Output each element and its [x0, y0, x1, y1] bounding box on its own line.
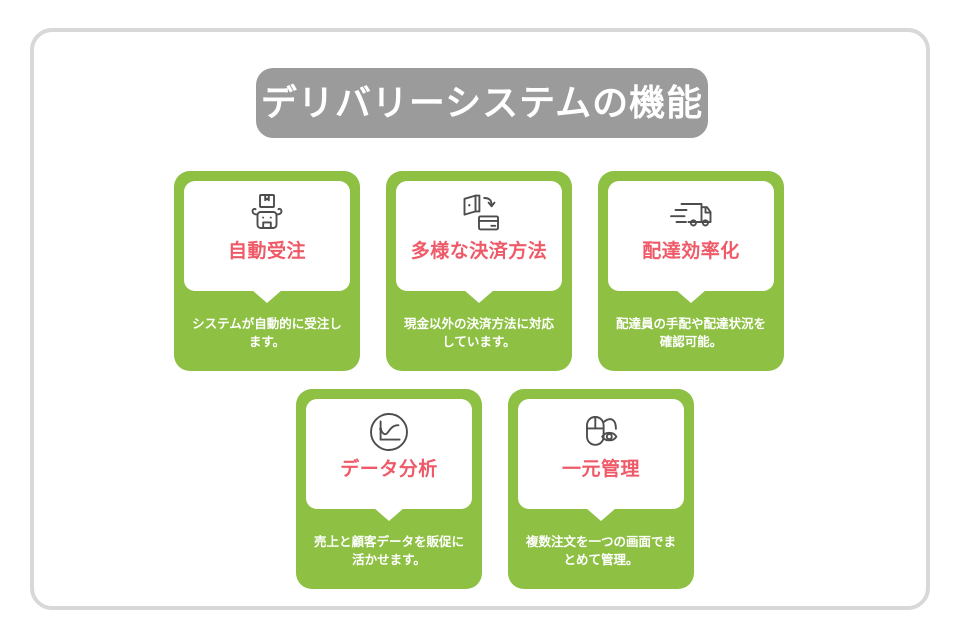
card-title: 自動受注	[227, 241, 306, 262]
card-panel: データ分析	[306, 399, 472, 509]
card-description: システムが自動的に受注します。	[192, 317, 342, 350]
wallet-credit-card-icon	[453, 189, 505, 239]
feature-card-row-top: 自動受注 システムが自動的に受注します。	[174, 171, 784, 371]
page-title: デリバリーシステムの機能	[260, 82, 704, 123]
feature-card-auto-order[interactable]: 自動受注 システムが自動的に受注します。	[174, 171, 360, 371]
card-description: 売上と顧客データを販促に活かせます。	[313, 535, 464, 568]
feature-card-row-bottom: データ分析 売上と顧客データを販促に活かせます。	[296, 389, 694, 589]
feature-card-delivery-efficiency[interactable]: 配達効率化 配達員の手配や配達状況を確認可能。	[598, 171, 784, 371]
delivery-truck-icon	[663, 189, 719, 239]
card-title: 多様な決済方法	[410, 241, 548, 262]
page-title-pill: デリバリーシステムの機能	[256, 68, 708, 138]
card-title: 一元管理	[561, 459, 640, 480]
mouse-eye-icon	[575, 407, 627, 457]
card-panel: 自動受注	[184, 181, 350, 291]
robot-package-icon	[243, 189, 291, 239]
line-chart-circle-icon	[366, 407, 412, 457]
card-description: 現金以外の決済方法に対応しています。	[403, 317, 554, 350]
feature-card-data-analysis[interactable]: データ分析 売上と顧客データを販促に活かせます。	[296, 389, 482, 589]
feature-card-payment-methods[interactable]: 多様な決済方法 現金以外の決済方法に対応しています。	[386, 171, 572, 371]
card-panel: 一元管理	[518, 399, 684, 509]
card-title: 配達効率化	[642, 241, 740, 262]
card-description: 複数注文を一つの画面でまとめて管理。	[525, 535, 676, 568]
card-panel: 多様な決済方法	[396, 181, 562, 291]
card-description: 配達員の手配や配達状況を確認可能。	[615, 317, 766, 350]
card-panel: 配達効率化	[608, 181, 774, 291]
feature-card-unified-management[interactable]: 一元管理 複数注文を一つの画面でまとめて管理。	[508, 389, 694, 589]
card-title: データ分析	[340, 459, 438, 480]
